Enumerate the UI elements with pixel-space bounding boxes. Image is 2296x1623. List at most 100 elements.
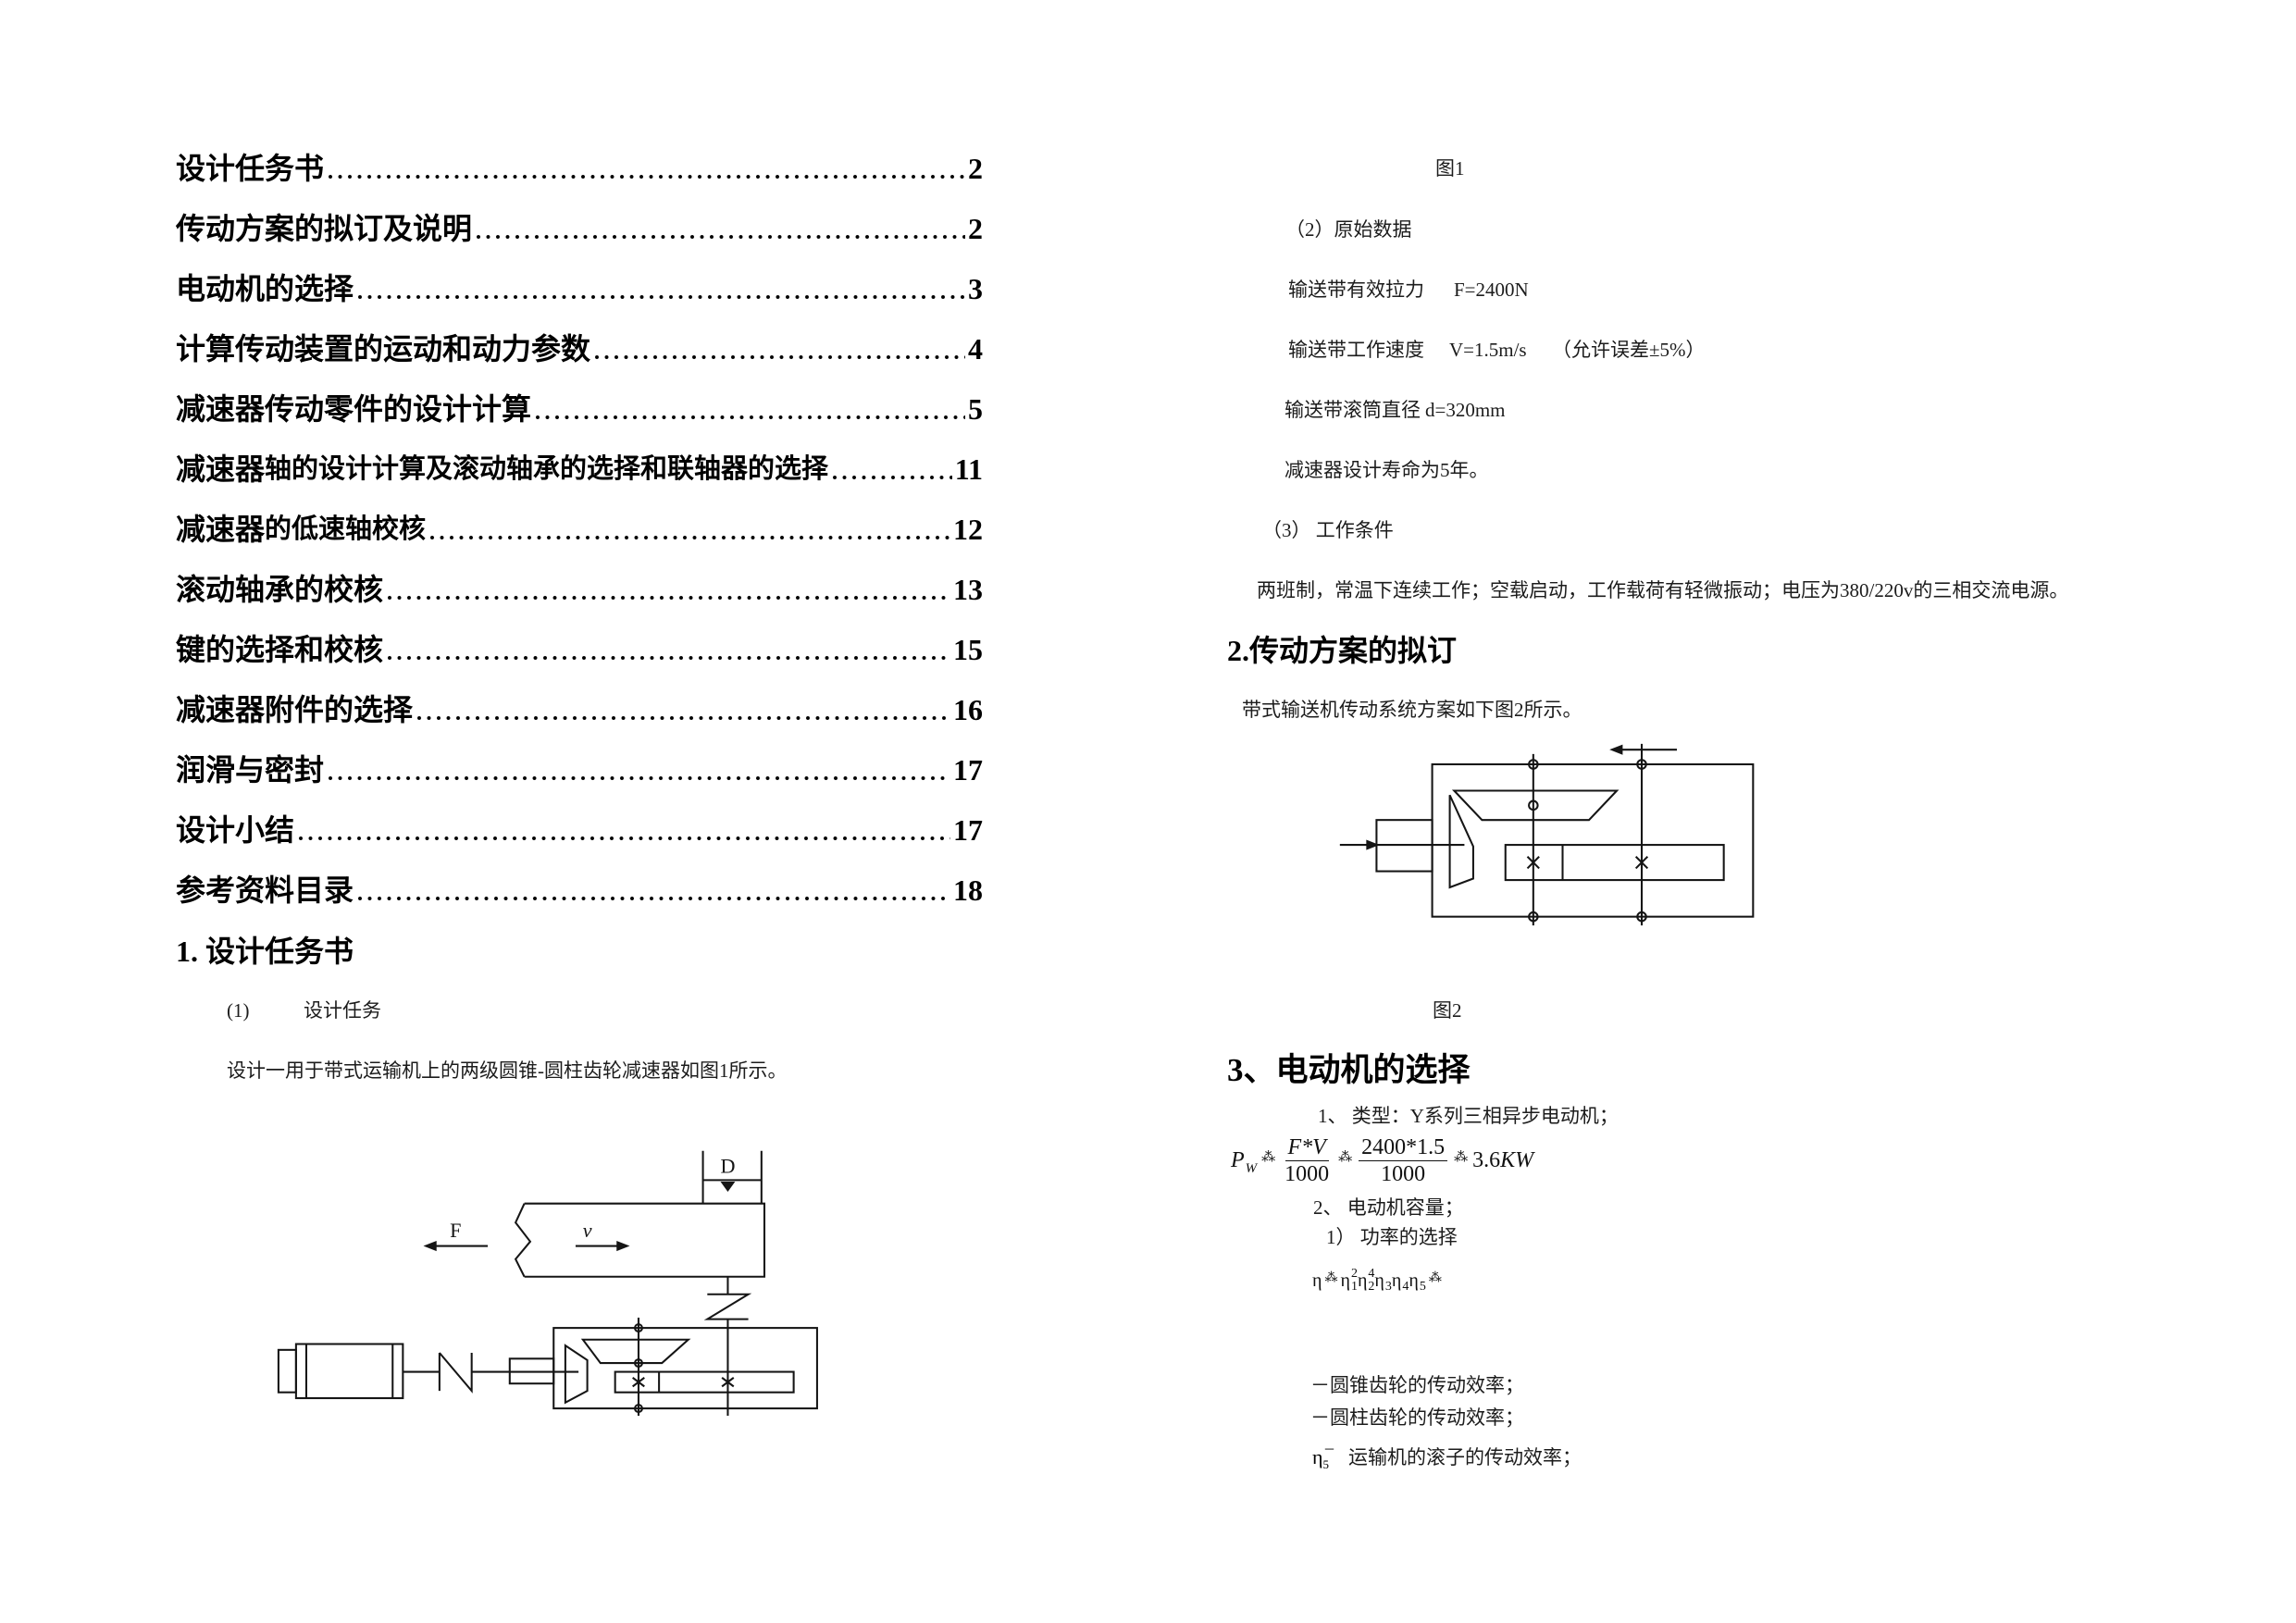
reducer-housing [471,1327,818,1410]
figure-1-conveyor-diagram: D F v [277,1150,818,1417]
output-shaft [1636,743,1647,926]
toc-leader-dots [535,415,965,420]
note-subscript: 5 [1322,1457,1330,1471]
efficiency-term: η 2 1 [1340,1268,1357,1294]
toc-leader-dots [476,234,965,240]
conveyor-belt [514,1202,766,1278]
term-subscript: 5 [1419,1280,1426,1294]
raw-data-value-force: F=2400N [1454,279,1529,301]
toc-item-title: 设计小结 [176,813,295,847]
raw-data-label-speed: 输送带工作速度 [1288,339,1424,361]
motor-capacity-text: 2、 电动机容量； [1313,1196,1464,1219]
figure-1-caption: 图1 [1435,157,1465,180]
bevel-gear-pair [564,1338,691,1405]
toc-item-page: 2 [968,212,983,245]
term-superscript [1385,1268,1392,1281]
toc-leader-dots [387,655,950,661]
power-selection-text: 1） 功率的选择 [1326,1226,1458,1248]
raw-data-note-speed: （允许误差±5%） [1552,339,1706,361]
toc-leader-dots [328,775,950,781]
toc-item: 滚动轴承的校核 13 [176,571,983,608]
fraction-1-numerator: F*V [1285,1134,1329,1161]
toc-item-page: 17 [953,813,983,847]
section-1-item-label: 设计任务 [304,999,381,1022]
formula-result-number: 3.6 [1472,1148,1501,1172]
toc-item-page: 18 [953,873,983,907]
efficiency-term: η 5 [1409,1268,1425,1294]
motor-type-text: 1、 类型：Y系列三相异步电动机； [1318,1105,1619,1127]
toc-leader-dots [594,354,965,360]
design-task-text: 设计一用于带式运输机上的两级圆锥-圆柱齿轮减速器如图1所示。 [227,1059,788,1082]
toc-item-page: 4 [968,332,983,365]
toc-item-page: 15 [953,633,983,666]
toc-item-page: 5 [968,392,983,426]
efficiency-term: η 3 [1374,1268,1391,1294]
term-symbol: η [1374,1270,1384,1291]
toc-item: 设计小结 17 [176,812,983,849]
toc-item-page: 13 [953,573,983,606]
efficiency-formula: η ⁂ η 2 1 η 4 2 η 3 η [1312,1268,1445,1294]
raw-data-label-diameter: 输送带滚筒直径 [1285,399,1421,421]
figure-2-transmission-scheme [1339,743,1755,926]
toc-item-page: 3 [968,272,983,305]
toc-item-title: 滚动轴承的校核 [176,573,384,606]
toc-leader-dots [298,836,950,841]
toc-item: 减速器附件的选择 16 [176,691,983,728]
toc-item: 电动机的选择 3 [176,270,983,307]
toc-leader-dots [416,715,950,721]
toc-item-title: 减速器传动零件的设计计算 [176,392,532,426]
toc-item-title: 电动机的选择 [176,272,354,305]
toc-item-title: 减速器 [176,513,266,546]
fraction-1-denominator: 1000 [1285,1162,1330,1186]
toc-item-title: 传动方案的拟订及说明 [176,212,473,245]
section-2-heading: 2.传动方案的拟订 [1227,634,1458,667]
input-coupling [438,1352,473,1394]
spur-gear-pair [614,1370,795,1394]
note-mark: － [1323,1442,1336,1456]
toc-item-title: 计算传动装置的运动和动力参数 [176,332,591,365]
term-symbol: η [1340,1270,1350,1291]
toc-item: 计算传动装置的运动和动力参数 4 [176,330,983,367]
toc-item: 减速器传动零件的设计计算 5 [176,390,983,427]
label-v: v [583,1219,592,1242]
toc-item-page: 12 [953,513,983,546]
toc-leader-dots [832,475,952,480]
toc-item-title: 润滑与密封 [176,753,325,787]
fraction-2-numerator: 2400*1.5 [1359,1134,1448,1161]
term-symbol: η [1409,1270,1419,1291]
bevel-gear-pair [1448,789,1620,889]
power-formula: P W ⁂ F*V 1000 ⁂ 2400*1.5 1000 ⁂ 3.6 KW [1231,1134,1533,1187]
formula-equals: ⁂ [1454,1150,1469,1165]
formula-lhs-subscript: W [1245,1161,1258,1176]
term-subscript: 1 [1350,1280,1358,1294]
section-1-heading: 1. 设计任务书 [176,935,354,968]
intermediate-shaft [1528,753,1539,926]
toc-item-page: 17 [953,753,983,787]
input-shaft [1339,819,1465,873]
force-arrow: F [423,1219,489,1252]
figure-2-caption: 图2 [1433,999,1462,1022]
toc-leader-dots [357,896,950,901]
toc-leader-dots [429,535,950,540]
efficiency-lhs: η [1312,1270,1322,1291]
raw-data-label-force: 输送带有效拉力 [1288,279,1424,301]
formula-equals: ⁂ [1261,1150,1276,1165]
toc-item-title: 减速器附件的选择 [176,693,414,726]
toc-leader-dots [387,595,950,601]
toc-item-title: 参考资料目录 [176,873,354,907]
output-coupling [703,1276,752,1417]
label-F: F [450,1219,461,1242]
toc-leader-dots [357,294,965,300]
raw-data-value-speed: V=1.5m/s [1449,339,1527,361]
electric-motor [277,1343,440,1400]
efficiency-equals: ⁂ [1324,1270,1338,1285]
bevel-gear-efficiency-note: －圆锥齿轮的传动效率； [1310,1374,1524,1396]
note-symbol: η [1312,1445,1323,1468]
raw-data-heading: （2）原始数据 [1285,218,1412,241]
term-scripts: 5 [1420,1268,1426,1294]
fraction-2-denominator: 1000 [1381,1162,1426,1186]
raw-data-value-diameter: d=320mm [1425,399,1506,421]
toc-item: 减速器 轴的设计计算及滚动轴承的选择和联轴器的选择 11 [176,451,983,488]
toc-item-page: 11 [954,452,983,486]
